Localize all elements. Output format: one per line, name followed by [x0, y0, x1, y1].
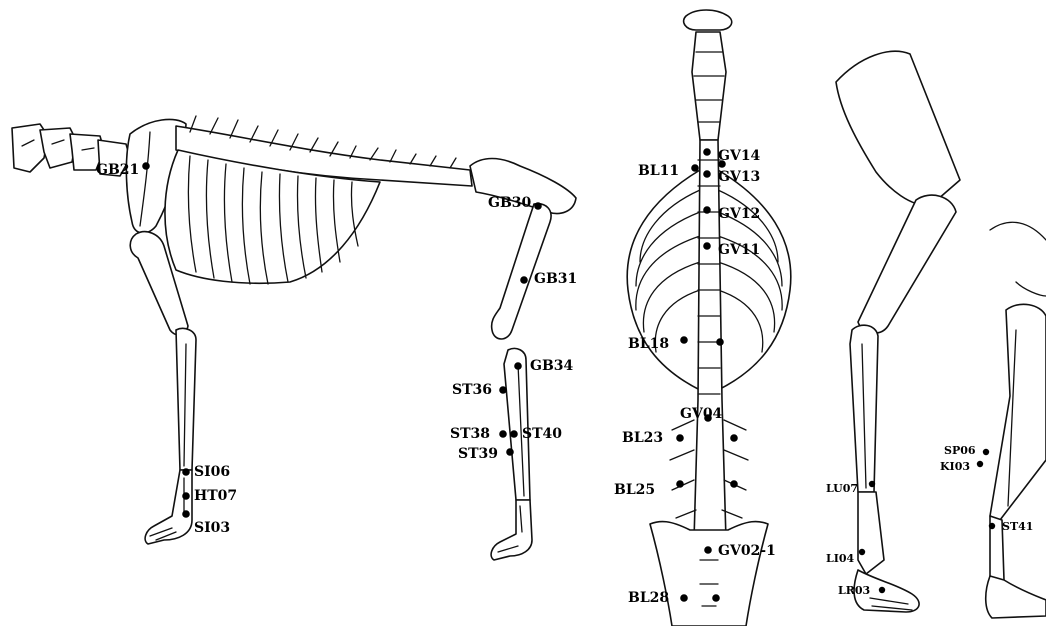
point-gv12: [703, 206, 711, 214]
label-st36: ST36: [452, 382, 492, 398]
atlas: [684, 10, 732, 30]
point-gv11: [703, 242, 711, 250]
label-lu07: LU07: [826, 482, 858, 495]
point-bl28-bilateral: [712, 594, 720, 602]
point-gb21: [142, 162, 150, 170]
label-si03: SI03: [194, 520, 230, 536]
point-bl18-bilateral: [716, 338, 724, 346]
point-bl28: [680, 594, 688, 602]
label-gb30: GB30: [488, 195, 532, 211]
label-gv02-1: GV02-1: [718, 543, 776, 559]
point-gb30: [534, 202, 542, 210]
point-bl25-bilateral: [730, 480, 738, 488]
label-bl28: BL28: [628, 590, 669, 606]
hind-foot: [986, 576, 1046, 618]
point-sp06: [983, 449, 989, 455]
point-gb34: [514, 362, 522, 370]
point-gv13: [703, 170, 711, 178]
label-si06: SI06: [194, 464, 230, 480]
hind-paw: [491, 500, 532, 560]
label-st41: ST41: [1002, 520, 1033, 533]
point-lr03: [879, 587, 885, 593]
hindlimb-front: [986, 222, 1046, 618]
point-bl23-bilateral: [730, 434, 738, 442]
forelimb-front: [836, 51, 960, 612]
label-li04: LI04: [826, 552, 855, 565]
label-gb21: GB21: [96, 162, 139, 178]
label-gb34: GB34: [530, 358, 574, 374]
label-lr03: LR03: [838, 584, 870, 597]
point-bl11: [691, 164, 699, 172]
point-bl18: [680, 336, 688, 344]
point-bl25: [676, 480, 684, 488]
point-ht07: [182, 492, 190, 500]
point-li04: [859, 549, 865, 555]
point-gb31: [520, 276, 528, 284]
point-gv14: [703, 148, 711, 156]
label-ki03: KI03: [940, 460, 970, 473]
label-st38: ST38: [450, 426, 490, 442]
label-st39: ST39: [458, 446, 498, 462]
point-st39: [506, 448, 514, 456]
label-ht07: HT07: [194, 488, 237, 504]
label-gv13: GV13: [718, 169, 760, 185]
point-si06: [182, 468, 190, 476]
hind-femur-outline: [990, 222, 1046, 296]
label-st40: ST40: [522, 426, 562, 442]
label-bl25: BL25: [614, 482, 655, 498]
dorsal-pelvis: [650, 522, 768, 626]
label-gb31: GB31: [534, 271, 577, 287]
point-gv02-1: [704, 546, 712, 554]
dorsal-skeleton: [627, 10, 791, 626]
label-bl11: BL11: [638, 163, 679, 179]
dorsal-cervical: [692, 32, 726, 140]
hind-tibia: [990, 304, 1046, 520]
label-sp06: SP06: [944, 444, 976, 457]
tibia: [504, 348, 530, 500]
label-gv04: GV04: [680, 406, 723, 422]
point-st41: [989, 523, 995, 529]
label-gv11: GV11: [718, 242, 760, 258]
point-si03: [182, 510, 190, 518]
point-lu07: [869, 481, 875, 487]
front-scapula: [836, 51, 960, 206]
lateral-skeleton: [12, 116, 576, 560]
fore-paw: [145, 470, 192, 544]
label-gv14: GV14: [718, 148, 761, 164]
front-carpus: [858, 492, 884, 574]
label-bl18: BL18: [628, 336, 669, 352]
label-gv12: GV12: [718, 206, 760, 222]
point-st38: [499, 430, 507, 438]
point-bl23: [676, 434, 684, 442]
point-st40: [510, 430, 518, 438]
point-st36: [499, 386, 507, 394]
front-humerus: [858, 195, 956, 333]
point-ki03: [977, 461, 983, 467]
label-bl23: BL23: [622, 430, 663, 446]
